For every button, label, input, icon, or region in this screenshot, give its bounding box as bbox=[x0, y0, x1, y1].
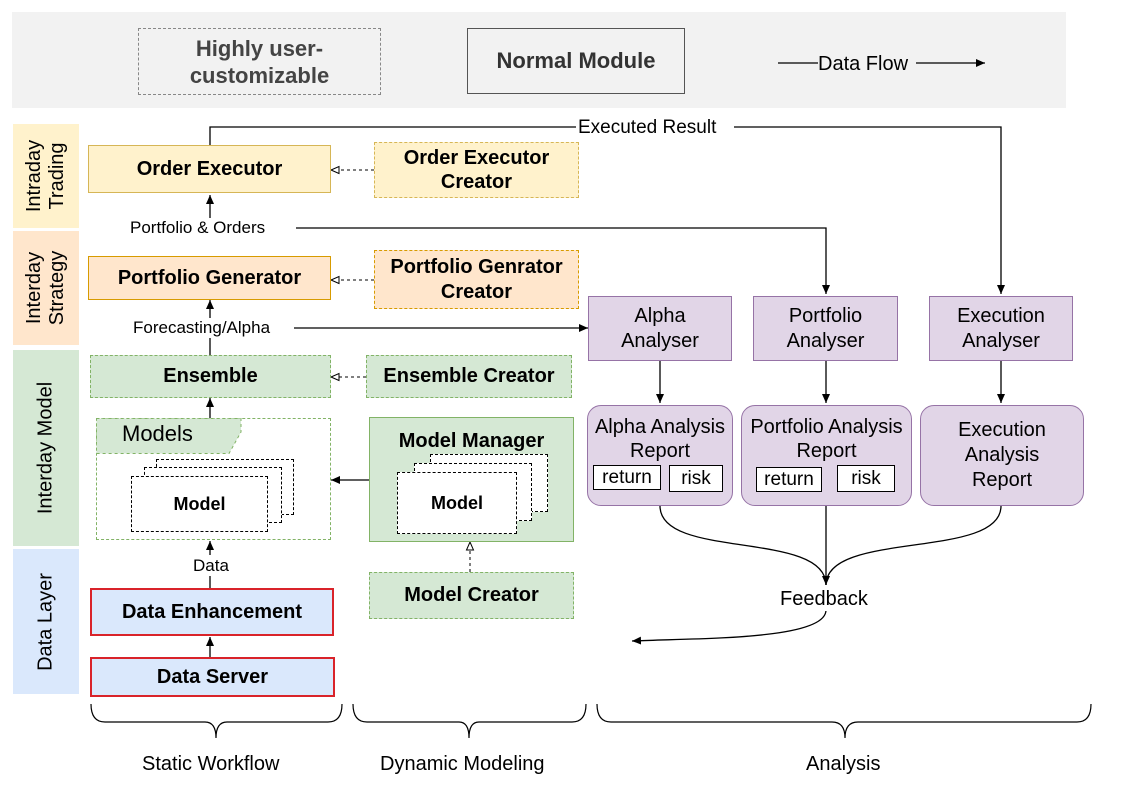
data-enhancement-box[interactable]: Data Enhancement bbox=[90, 588, 334, 636]
portfolio-generator-label: Portfolio Generator bbox=[117, 266, 302, 289]
portfolio-analyser-label: Portfolio Analyser bbox=[786, 304, 865, 352]
portfolio-risk-label: risk bbox=[851, 467, 881, 489]
alpha-report-label: Alpha Analysis Report bbox=[594, 416, 726, 462]
execution-report-label: Execution Analysis Report bbox=[958, 419, 1046, 491]
legend-normal-label: Normal Module bbox=[496, 48, 656, 73]
order-executor-box[interactable]: Order Executor bbox=[88, 145, 331, 193]
model-creator-label: Model Creator bbox=[404, 584, 539, 606]
ensemble-creator-box[interactable]: Ensemble Creator bbox=[366, 355, 572, 398]
portfolio-risk-tag[interactable]: risk bbox=[837, 465, 895, 492]
ensemble-box[interactable]: Ensemble bbox=[90, 355, 331, 398]
alpha-risk-tag[interactable]: risk bbox=[669, 465, 723, 492]
alpha-risk-label: risk bbox=[681, 467, 711, 489]
portfolio-return-label: return bbox=[764, 468, 814, 490]
portfolio-generator-box[interactable]: Portfolio Generator bbox=[88, 256, 331, 300]
alpha-return-tag[interactable]: return bbox=[593, 465, 661, 490]
layer-interday-strategy: Interday Strategy bbox=[13, 231, 79, 345]
layer-intraday-trading: Intraday Trading bbox=[13, 124, 79, 228]
section-analysis: Analysis bbox=[806, 753, 881, 775]
layer-interday-model: Interday Model bbox=[13, 350, 79, 546]
models-tab-svg bbox=[96, 418, 242, 454]
order-executor-creator-box[interactable]: Order Executor Creator bbox=[374, 142, 579, 198]
flow-feedback: Feedback bbox=[778, 588, 870, 611]
managed-model-box[interactable]: Model bbox=[397, 472, 517, 534]
model-manager-label: Model Manager bbox=[398, 430, 545, 452]
section-static-workflow: Static Workflow bbox=[142, 753, 280, 775]
portfolio-report-label: Portfolio Analysis Report bbox=[750, 416, 903, 462]
flow-forecasting-alpha: Forecasting/Alpha bbox=[133, 318, 271, 338]
execution-analyser-box[interactable]: Execution Analyser bbox=[929, 296, 1073, 361]
portfolio-return-tag[interactable]: return bbox=[756, 467, 822, 492]
model-box[interactable]: Model bbox=[131, 476, 268, 532]
alpha-analyser-box[interactable]: Alpha Analyser bbox=[588, 296, 732, 361]
data-server-label: Data Server bbox=[156, 665, 269, 688]
managed-model-label: Model bbox=[431, 492, 483, 513]
portfolio-generator-creator-label: Portfolio Genrator Creator bbox=[390, 255, 563, 303]
legend-customizable: Highly user-customizable bbox=[138, 28, 381, 95]
legend-customizable-label: Highly user-customizable bbox=[189, 35, 330, 88]
portfolio-generator-creator-box[interactable]: Portfolio Genrator Creator bbox=[374, 250, 579, 309]
legend-normal-module: Normal Module bbox=[467, 28, 685, 94]
flow-portfolio-orders: Portfolio & Orders bbox=[130, 218, 266, 238]
alpha-analyser-label: Alpha Analyser bbox=[621, 304, 699, 352]
legend-data-flow: Data Flow bbox=[818, 53, 909, 75]
alpha-return-label: return bbox=[602, 466, 652, 488]
data-server-box[interactable]: Data Server bbox=[90, 657, 335, 697]
model-label: Model bbox=[173, 493, 226, 514]
order-executor-creator-label: Order Executor Creator bbox=[403, 147, 550, 193]
model-creator-box[interactable]: Model Creator bbox=[369, 572, 574, 619]
section-dynamic-modeling: Dynamic Modeling bbox=[380, 753, 545, 775]
layer-data: Data Layer bbox=[13, 549, 79, 694]
execution-report-box[interactable]: Execution Analysis Report bbox=[920, 405, 1084, 506]
data-enhancement-label: Data Enhancement bbox=[121, 600, 303, 623]
flow-executed-result: Executed Result bbox=[576, 117, 719, 139]
flow-data: Data bbox=[193, 556, 229, 576]
order-executor-label: Order Executor bbox=[136, 157, 283, 180]
ensemble-label: Ensemble bbox=[163, 365, 258, 387]
models-title: Models bbox=[122, 421, 193, 446]
execution-analyser-label: Execution Analyser bbox=[957, 304, 1045, 352]
portfolio-analyser-box[interactable]: Portfolio Analyser bbox=[753, 296, 898, 361]
ensemble-creator-label: Ensemble Creator bbox=[383, 365, 555, 387]
